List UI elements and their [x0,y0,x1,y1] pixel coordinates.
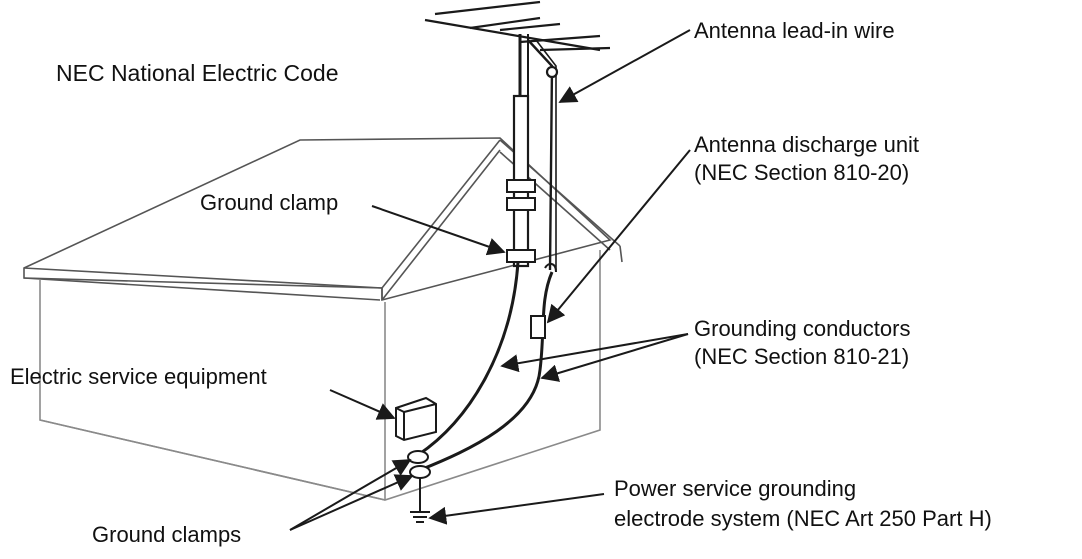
label-antenna-lead-in: Antenna lead-in wire [694,18,895,43]
leader-conductor-2 [540,333,689,382]
leader-conductor-1 [500,333,689,373]
electric-service-box [395,396,437,442]
label-power-service-line2: electrode system (NEC Art 250 Part H) [614,506,992,531]
leader-discharge [546,149,691,324]
base-clamps [407,450,431,523]
leader-electric-service [329,389,396,420]
label-power-service-line1: Power service grounding [614,476,857,501]
mast-clamps [506,179,536,263]
leader-lead-in [558,29,691,103]
roof [23,137,612,302]
leader-lines [289,29,691,531]
label-grounding-conductors-line1: Grounding conductors [694,316,911,341]
leader-ground-clamps-1 [289,459,412,531]
label-discharge-unit-line1: Antenna discharge unit [694,132,920,157]
leader-ground-clamp [371,205,506,256]
grounding-conductors [417,261,557,472]
label-discharge-unit-line2: (NEC Section 810-20) [694,160,910,185]
label-electric-service: Electric service equipment [10,364,267,389]
leader-ground-clamps-2 [289,474,414,531]
diagram-title: NEC National Electric Code [56,60,339,86]
label-ground-clamp: Ground clamp [200,190,339,215]
label-ground-clamps: Ground clamps [92,522,242,547]
label-grounding-conductors-line2: (NEC Section 810-21) [694,344,910,369]
discharge-unit [530,315,546,339]
house [23,137,623,501]
leader-power-service [428,493,605,525]
